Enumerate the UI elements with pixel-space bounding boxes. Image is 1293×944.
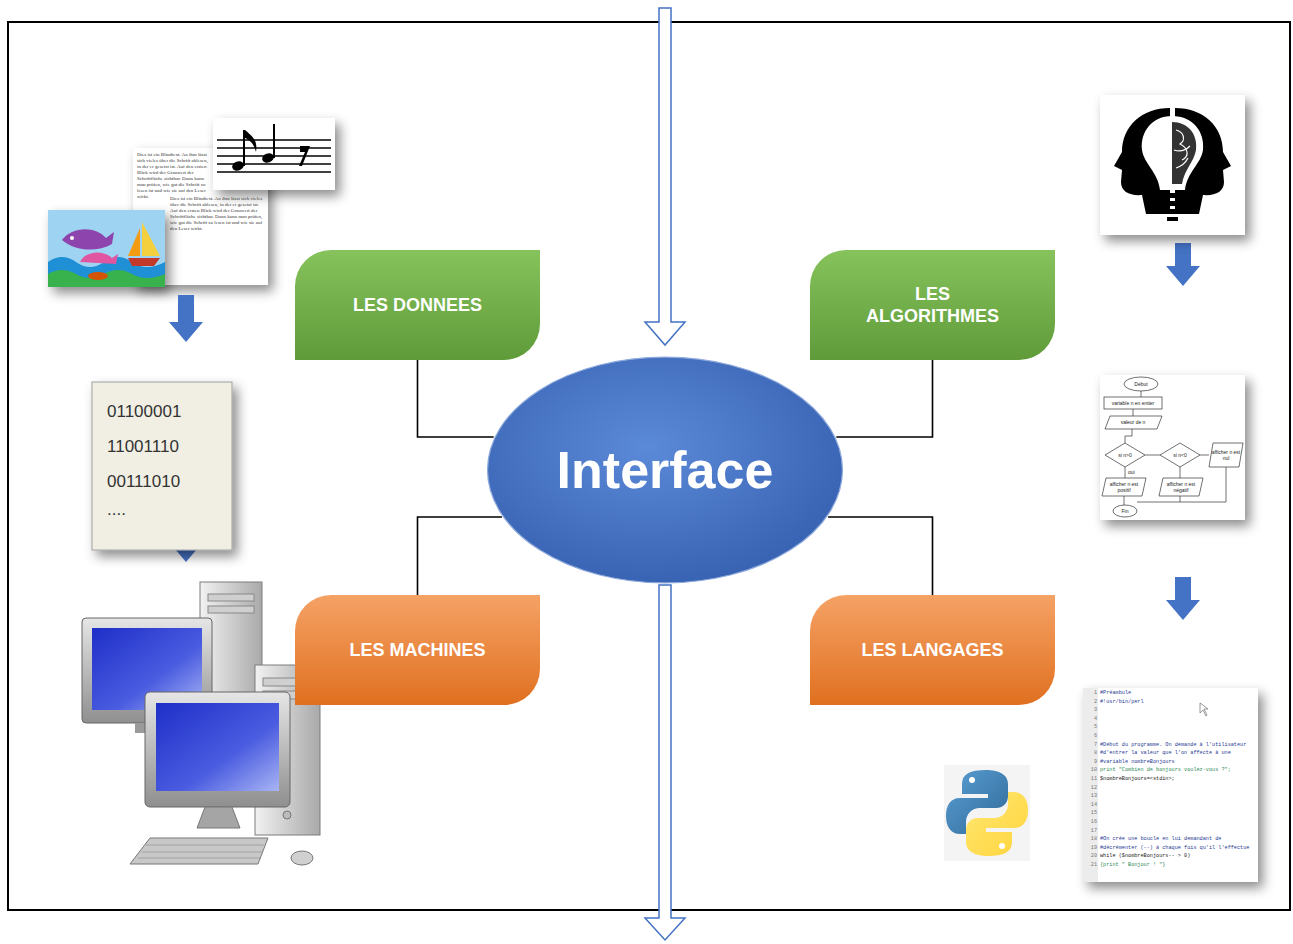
line-number: 1: [1083, 690, 1097, 697]
line-number: 10: [1083, 767, 1097, 774]
central-ellipse: Interface: [485, 355, 845, 585]
category-label: LES MACHINES: [349, 639, 485, 662]
line-number: 4: [1083, 716, 1097, 723]
line-number: 21: [1083, 862, 1097, 869]
binary-panel: [92, 382, 232, 550]
line-number: 8: [1083, 750, 1097, 757]
line-number: 7: [1083, 742, 1097, 749]
flowchart-text: oui: [1128, 469, 1142, 475]
computer-illustration: [82, 582, 320, 865]
flowchart-text: si n<0: [1162, 452, 1198, 458]
line-number: 5: [1083, 724, 1097, 731]
hub-title: Interface: [557, 438, 774, 503]
line-number: 13: [1083, 793, 1097, 800]
flowchart-text: valeur de n: [1108, 419, 1158, 425]
code-line: #Début du programme. On demande à l'util…: [1100, 742, 1246, 749]
python-logo: [944, 765, 1030, 861]
line-number: 3: [1083, 707, 1097, 714]
line-number: 11: [1083, 776, 1097, 783]
line-number: 20: [1083, 853, 1097, 860]
flowchart-text: afficher n est négatif: [1161, 481, 1201, 493]
flowchart-text: Début: [1124, 381, 1158, 387]
binary-code: 00111010: [107, 472, 180, 492]
code-line: print "Combien de bonjours voulez-vous ?…: [1100, 767, 1231, 774]
category-tab: LES LANGAGES: [810, 595, 1055, 705]
code-screenshot: [1083, 688, 1258, 882]
connector-line: [418, 360, 494, 437]
code-line: #d'entrer la valeur que l'on affecte à u…: [1100, 750, 1231, 757]
line-number: 17: [1083, 828, 1097, 835]
line-number: 12: [1083, 785, 1097, 792]
code-line: #décrémenter (--) à chaque fois qu'il l'…: [1100, 845, 1249, 852]
data-arrows: [169, 243, 1200, 620]
code-line: #On crée une boucle en lui demandant de: [1100, 836, 1221, 843]
line-number: 18: [1083, 836, 1097, 843]
line-number: 2: [1083, 699, 1097, 706]
category-label: LES ALGORITHMES: [853, 283, 1013, 328]
category-tab: LES ALGORITHMES: [810, 250, 1055, 360]
category-tab: LES MACHINES: [295, 595, 540, 705]
category-label: LES DONNEES: [353, 294, 482, 317]
line-number: 9: [1083, 759, 1097, 766]
flowchart-text: afficher n est nul: [1211, 449, 1241, 461]
connector-line: [418, 517, 502, 595]
flowchart-text: afficher n est positif: [1104, 481, 1144, 493]
connector-line: [828, 517, 932, 595]
placeholder-text: Dies ist ein Blindtext. An ihm lässt sic…: [170, 196, 264, 232]
placeholder-text: Dies ist ein Blindtext. An ihm lässt sic…: [137, 152, 209, 200]
data-illustration: [48, 118, 335, 287]
line-number: 15: [1083, 810, 1097, 817]
code-line: #!usr/bin/perl: [1100, 699, 1144, 706]
line-number: 19: [1083, 845, 1097, 852]
connector-line: [836, 360, 932, 437]
flowchart-text: variable n en entier: [1104, 400, 1162, 406]
code-line: {print " Bonjour ! "}: [1100, 862, 1165, 869]
line-number: 6: [1083, 733, 1097, 740]
category-tab: LES DONNEES: [295, 250, 540, 360]
flowchart-image: [1100, 375, 1245, 520]
category-label: LES LANGAGES: [861, 639, 1003, 662]
code-line: while ($nombreBonjours-- > 0): [1100, 853, 1190, 860]
frame-border: [8, 22, 1290, 910]
line-number: 14: [1083, 802, 1097, 809]
line-number: 16: [1083, 819, 1097, 826]
flowchart-text: Fin: [1115, 508, 1135, 514]
code-line: #Préambule: [1100, 690, 1131, 697]
idea-icon: [1100, 95, 1245, 235]
binary-code: ....: [107, 500, 126, 520]
flowchart-text: si n>0: [1107, 452, 1143, 458]
binary-code: 01100001: [107, 402, 181, 422]
code-line: #variable nombreBonjours: [1100, 759, 1175, 766]
binary-code: 11001110: [107, 437, 179, 457]
code-line: $nombreBonjours=<stdin>;: [1100, 776, 1175, 783]
